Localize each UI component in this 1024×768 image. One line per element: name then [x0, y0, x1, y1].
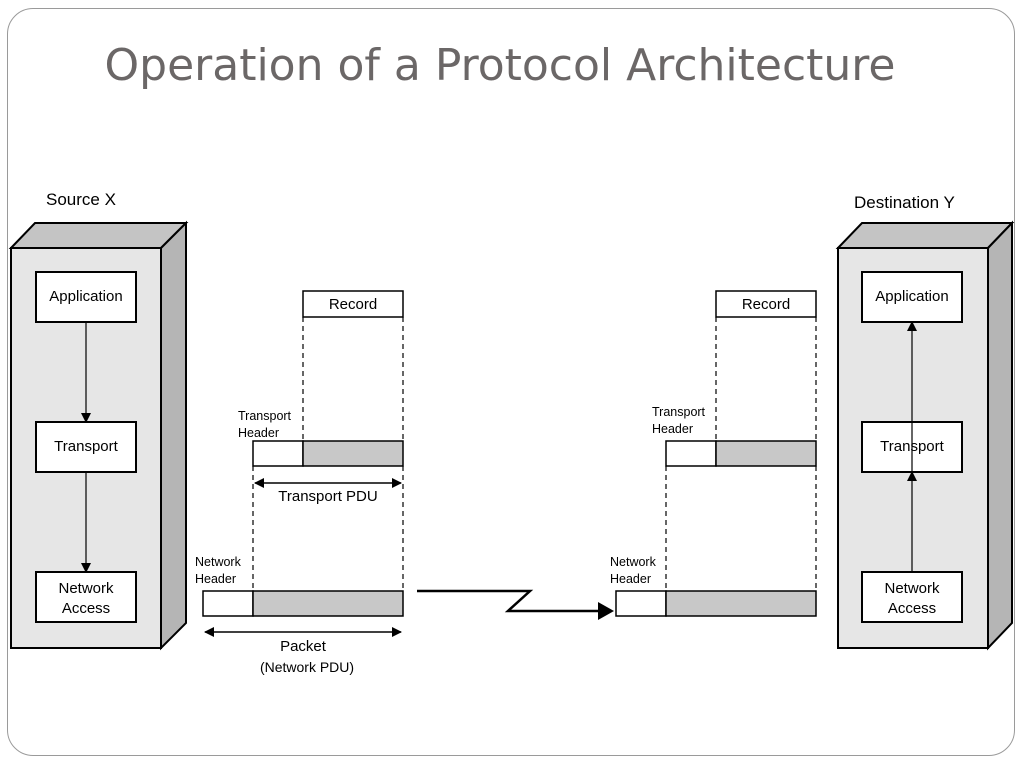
dest-network-header-label-1: Network: [610, 555, 657, 569]
source-transport-pdu: [252, 440, 404, 467]
dest-network-header-label-2: Header: [610, 572, 651, 586]
dest-transport-header-label-1: Transport: [652, 405, 706, 419]
source-transport-header-label-1: Transport: [238, 409, 292, 423]
dest-network-label: Network: [884, 580, 940, 597]
dest-packet: [615, 590, 817, 617]
source-transport-label: Transport: [54, 438, 118, 455]
destination-label: Destination Y: [854, 193, 955, 212]
source-application-layer: Application: [35, 271, 137, 323]
dest-box-side: [987, 220, 1013, 651]
source-record-label: Record: [329, 296, 377, 313]
source-transport-layer: Transport: [35, 421, 137, 473]
dest-box-top: [835, 222, 1015, 249]
source-access-label: Access: [62, 600, 110, 617]
dest-application-label: Application: [875, 288, 948, 305]
source-network-header-box: [202, 590, 254, 617]
dest-record: Record: [715, 290, 817, 318]
dest-application-layer: Application: [861, 271, 963, 323]
source-network-header-label-2: Header: [195, 572, 236, 586]
source-transport-header-box: [252, 440, 304, 467]
transmission-arrowhead: [598, 602, 614, 620]
dest-network-access-layer: Network Access: [861, 571, 963, 623]
source-transport-header-label-2: Header: [238, 426, 279, 440]
dest-record-label: Record: [742, 296, 790, 313]
source-packet-data-box: [252, 590, 404, 617]
source-box-top: [8, 222, 189, 249]
dest-access-label: Access: [888, 600, 936, 617]
source-transport-data-box: [302, 440, 404, 467]
dest-packet-data-box: [665, 590, 817, 617]
source-box-side: [160, 220, 187, 651]
dest-transport-header-box: [665, 440, 717, 467]
packet-label: Packet: [280, 638, 327, 655]
dest-network-header-box: [615, 590, 667, 617]
source-packet: [202, 590, 404, 617]
transmission-link: [417, 589, 608, 613]
source-label: Source X: [46, 190, 116, 209]
source-network-header-label-1: Network: [195, 555, 242, 569]
source-record: Record: [302, 290, 404, 318]
dest-transport-pdu: [665, 440, 817, 467]
dest-transport-data-box: [715, 440, 817, 467]
source-application-label: Application: [49, 288, 122, 305]
network-pdu-label: (Network PDU): [260, 659, 354, 675]
source-transport-pdu-label: Transport PDU: [278, 488, 377, 505]
source-network-label: Network: [58, 580, 114, 597]
slide-title: Operation of a Protocol Architecture: [104, 40, 896, 91]
source-network-access-layer: Network Access: [35, 571, 137, 623]
dest-transport-header-label-2: Header: [652, 422, 693, 436]
